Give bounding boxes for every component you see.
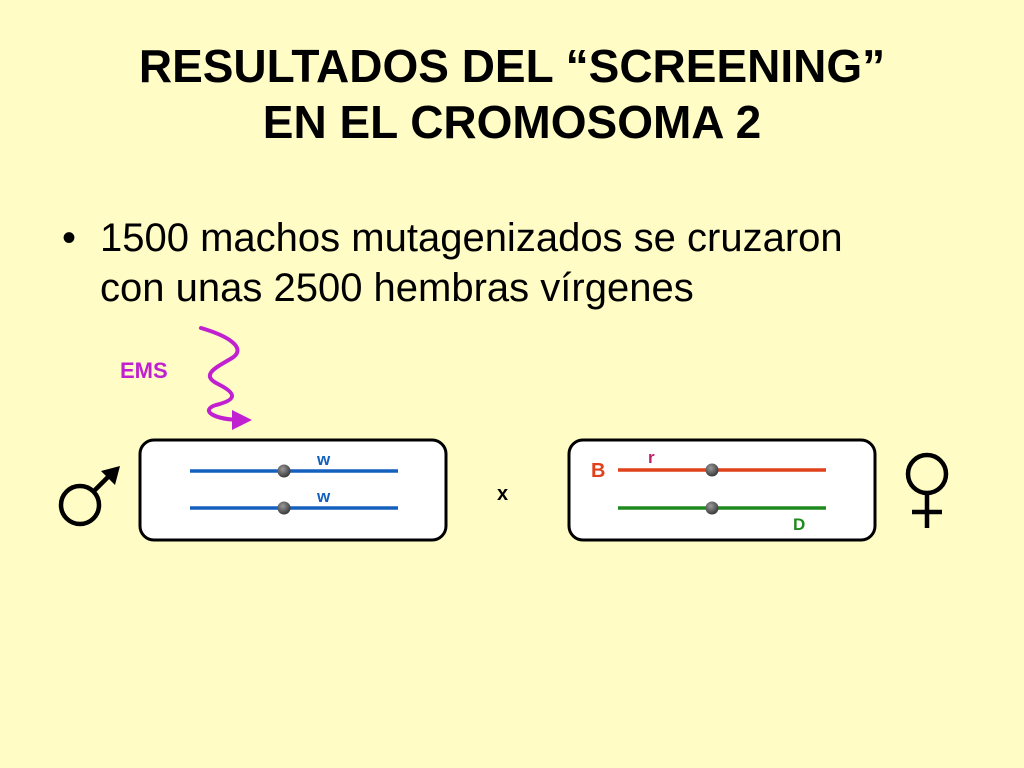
slide-title: RESULTADOS DEL “SCREENING” EN EL CROMOSO… [0,38,1024,150]
female-centromere-2 [705,501,719,515]
bullet-line-2: con unas 2500 hembras vírgenes [100,266,694,310]
male-symbol-icon [58,466,120,527]
title-line-2: EN EL CROMOSOMA 2 [262,96,762,148]
male-centromere-1 [277,464,291,478]
male-chromosome-1-label: w [316,450,331,469]
female-label-B: B [591,460,605,482]
female-label-D: D [793,515,805,534]
mutagen-arrow-icon [199,326,252,430]
male-chromosome-box [138,438,448,542]
female-centromere-1 [705,463,719,477]
bullet-line-1: 1500 machos mutagenizados se cruzaron [100,216,843,260]
male-centromere-2 [277,501,291,515]
bullet-text: 1500 machos mutagenizados se cruzaron co… [100,213,843,313]
female-symbol-icon [905,452,949,528]
female-chromosome-box [567,438,877,542]
bullet-symbol: • [62,216,77,260]
female-label-r: r [648,448,655,467]
cross-symbol: x [497,483,508,505]
male-chromosome-2-label: w [316,487,331,506]
title-line-1: RESULTADOS DEL “SCREENING” [138,40,886,92]
ems-label: EMS [120,358,168,383]
